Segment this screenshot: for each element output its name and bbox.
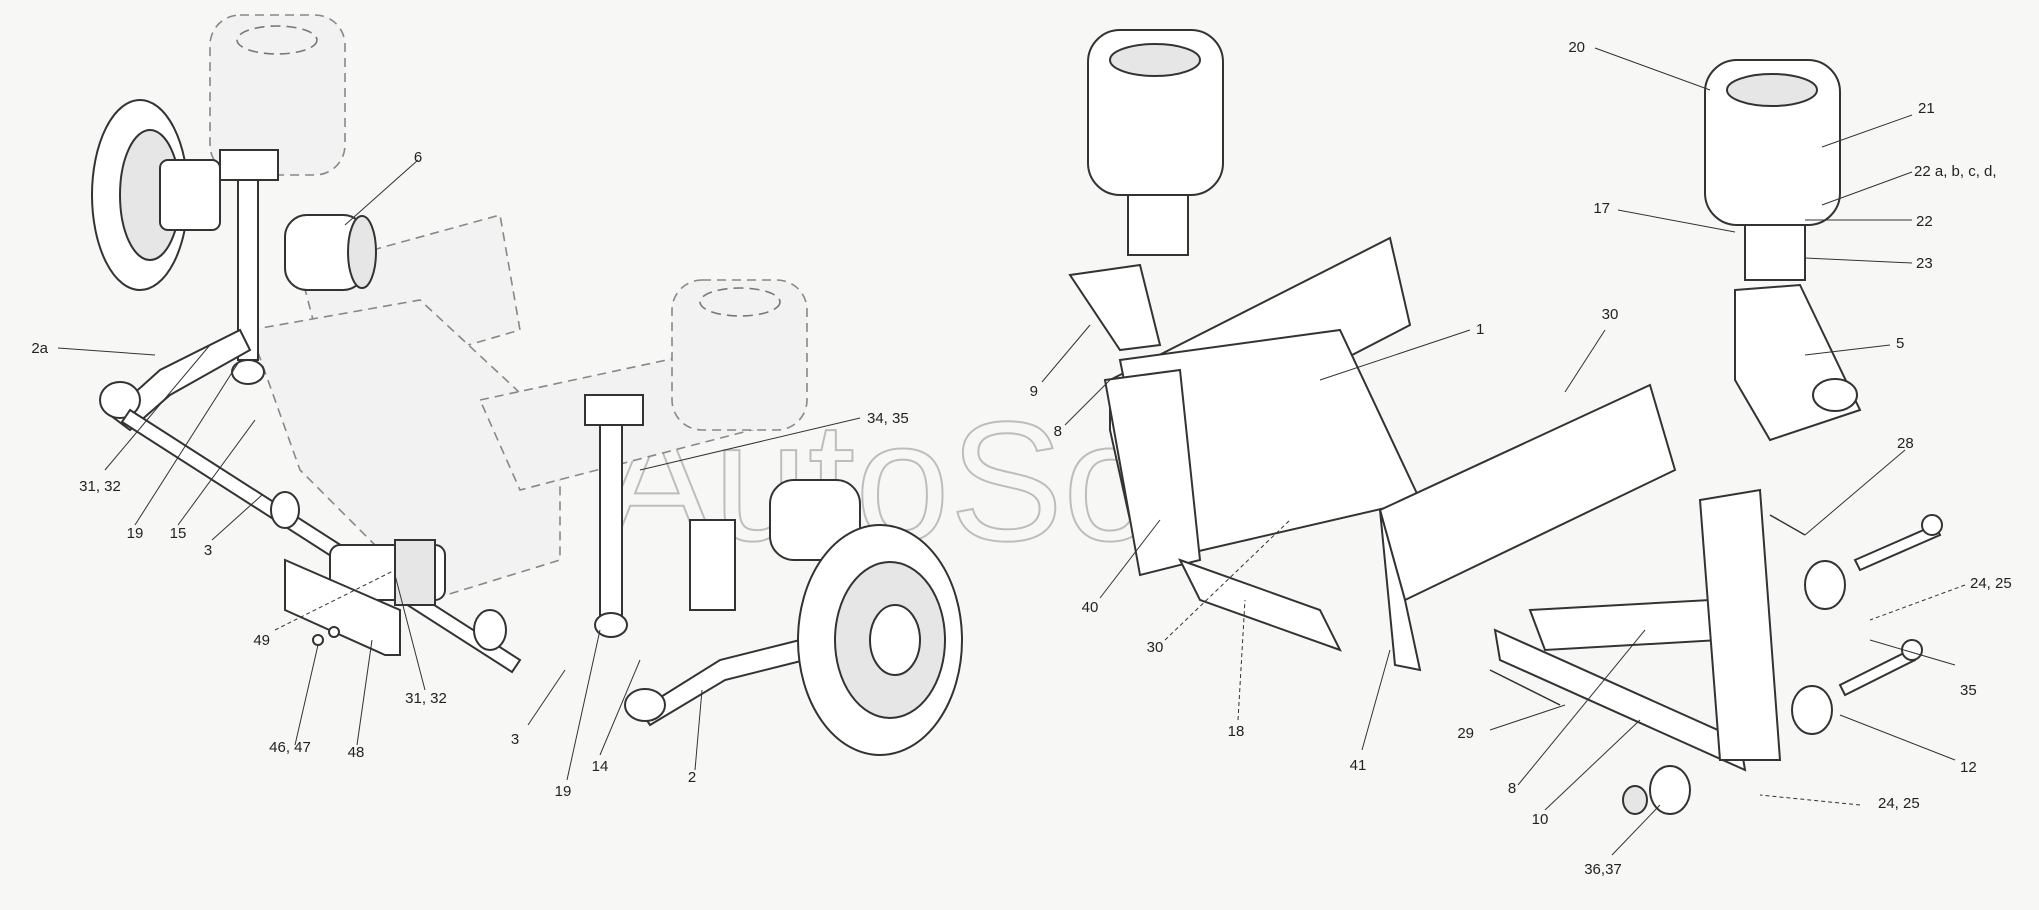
bushing-36 (1649, 765, 1691, 815)
label-2: 2 (688, 769, 696, 786)
label-31-32-right: 31, 32 (405, 690, 447, 707)
ghost-axle-bracket (248, 299, 561, 601)
label-23: 23 (1916, 255, 1933, 272)
left-assembly (91, 14, 963, 756)
frame-rail (1378, 383, 1677, 602)
bolt-35-lower-head (1901, 639, 1923, 661)
label-49: 49 (253, 632, 270, 649)
label-9: 9 (1030, 383, 1038, 400)
tie-rod-sleeve-2 (473, 609, 507, 651)
trailing-arm-cross (1528, 598, 1722, 652)
right-shock-bushing (594, 612, 628, 638)
air-spring-right-piston (1744, 224, 1806, 281)
label-19-right: 19 (555, 783, 572, 800)
ghost-air-spring-left-top (236, 25, 318, 55)
label-46-47: 46, 47 (269, 739, 311, 756)
label-24-25-upper: 24, 25 (1970, 575, 2012, 592)
tie-rod-sleeve-1 (270, 491, 300, 529)
arm-ball-joint-right (624, 688, 666, 722)
label-1: 1 (1476, 321, 1484, 338)
label-6: 6 (414, 149, 422, 166)
mounting-plate (1177, 558, 1343, 652)
label-22abcd: 22 a, b, c, d, (1914, 163, 1997, 180)
air-spring-left-top (1109, 43, 1201, 77)
ghost-air-spring-right-top (699, 287, 781, 317)
brake-chamber-cap (347, 215, 377, 289)
label-28: 28 (1897, 435, 1914, 452)
trailing-arm (1493, 628, 1747, 772)
ghost-air-spring-right (671, 279, 808, 431)
label-30-top: 30 (1602, 306, 1619, 323)
label-35: 35 (1960, 682, 1977, 699)
label-34-35: 34, 35 (867, 410, 909, 427)
label-31-32-left: 31, 32 (79, 478, 121, 495)
left-shock-top-mount (219, 149, 279, 181)
right-assembly (1068, 29, 1943, 815)
bushing-upper (1804, 560, 1846, 610)
bolt-28 (1769, 514, 1806, 536)
label-3-right: 3 (511, 731, 519, 748)
label-48: 48 (348, 744, 365, 761)
right-shock-top-mount (584, 394, 644, 426)
label-15: 15 (170, 525, 187, 542)
trailing-arm-upright (1698, 488, 1782, 761)
bolt-35-upper (1853, 523, 1942, 572)
label-19-left: 19 (127, 525, 144, 542)
bolt-29 (1489, 669, 1561, 706)
label-29: 29 (1457, 725, 1474, 742)
label-8-lower: 8 (1508, 780, 1516, 797)
left-caliper (159, 159, 221, 231)
label-36-37: 36,37 (1584, 861, 1622, 878)
label-40: 40 (1082, 599, 1099, 616)
label-24-25-lower: 24, 25 (1878, 795, 1920, 812)
left-shock-bushing (231, 359, 265, 385)
bolt-35-upper-head (1921, 514, 1943, 536)
label-41: 41 (1350, 757, 1367, 774)
label-8-upper: 8 (1054, 423, 1062, 440)
air-spring-right-top (1726, 73, 1818, 107)
label-18: 18 (1228, 723, 1245, 740)
protective-bracket (284, 558, 401, 656)
label-30-bottom: 30 (1147, 639, 1164, 656)
spring-bracket (1068, 263, 1162, 352)
label-5: 5 (1896, 335, 1904, 352)
callout-labels: 20 21 22 a, b, c, d, 17 22 23 5 30 1 9 8… (31, 39, 2011, 878)
label-21: 21 (1918, 100, 1935, 117)
label-12: 12 (1960, 759, 1977, 776)
spring-mount-bracket (1734, 283, 1862, 442)
right-shock-absorber (599, 424, 623, 616)
label-14: 14 (592, 758, 609, 775)
frame-bracket-40 (1103, 368, 1202, 577)
leader-lines (57, 47, 1966, 856)
bracket-eye (1812, 378, 1858, 412)
washer-47 (328, 626, 340, 638)
lower-control-arm-right (638, 638, 807, 727)
stabilizer-clamp (394, 539, 436, 606)
label-20: 20 (1568, 39, 1585, 56)
right-hub-cap (869, 604, 921, 676)
air-spring-left-piston (1127, 194, 1189, 256)
nut-37 (1622, 785, 1648, 815)
right-axle-bracket (689, 519, 736, 611)
label-3-left: 3 (204, 542, 212, 559)
label-10: 10 (1532, 811, 1549, 828)
label-22: 22 (1916, 213, 1933, 230)
bolt-46 (312, 634, 324, 646)
label-2a: 2a (31, 340, 48, 357)
bushing-lower (1791, 685, 1833, 735)
right-brake-chamber (769, 479, 861, 561)
frame-rail-end (1379, 509, 1422, 672)
label-17: 17 (1593, 200, 1610, 217)
